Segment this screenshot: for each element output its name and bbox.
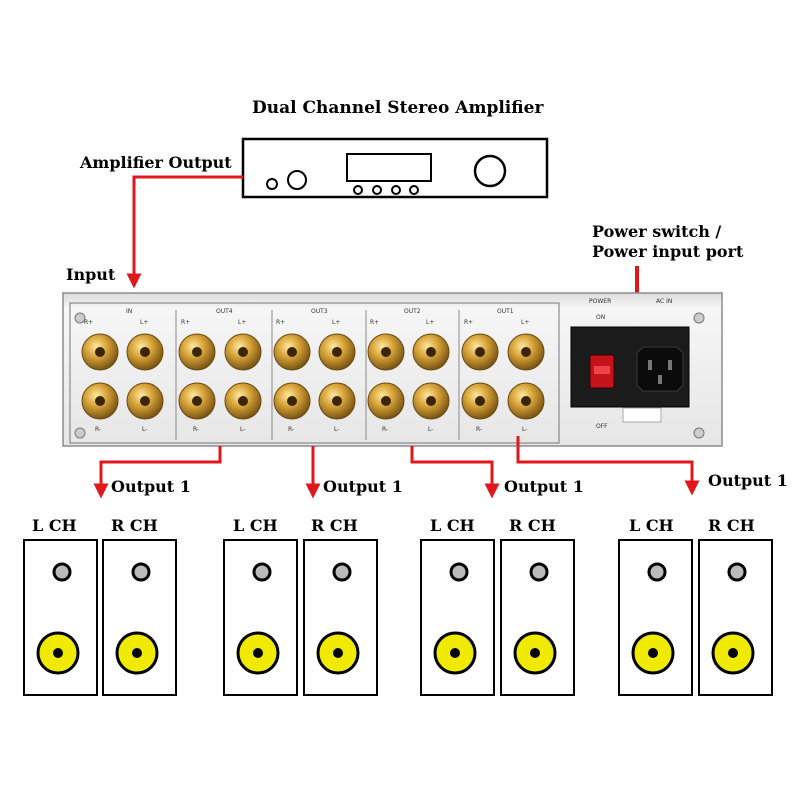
off-text: OFF bbox=[596, 423, 608, 430]
output-label-2: Output 1 bbox=[504, 477, 584, 496]
out2-terminals bbox=[367, 333, 450, 420]
out4-rplus-label: R+ bbox=[181, 319, 190, 326]
out1-lplus-label: L+ bbox=[521, 319, 529, 326]
speaker-pair-4 bbox=[618, 539, 773, 696]
ac-power-inlet[interactable] bbox=[636, 346, 684, 392]
out2-lplus-label: L+ bbox=[426, 319, 434, 326]
speaker-pair-2 bbox=[223, 539, 378, 696]
out1-rplus-label: R+ bbox=[464, 319, 473, 326]
output-arrow-2 bbox=[410, 446, 500, 499]
speaker-3-left-label: L CH bbox=[430, 516, 475, 535]
out2-lminus-label: L- bbox=[428, 426, 433, 433]
speakers bbox=[23, 539, 773, 696]
panel-out4-label: OUT4 bbox=[216, 308, 233, 315]
speaker-1-left-label: L CH bbox=[32, 516, 77, 535]
speaker-1-right-label: R CH bbox=[111, 516, 158, 535]
out4-rminus-label: R- bbox=[193, 426, 199, 433]
amplifier-to-input-arrow bbox=[126, 175, 243, 289]
output-label-4: Output 1 bbox=[111, 477, 191, 496]
out3-lplus-label: L+ bbox=[332, 319, 340, 326]
speaker-4-right-label: R CH bbox=[708, 516, 755, 535]
terminals bbox=[81, 333, 545, 420]
out3-terminals bbox=[273, 333, 356, 420]
power-text: POWER bbox=[589, 298, 611, 305]
in-lplus-label: L+ bbox=[140, 319, 148, 326]
ac-in-text: AC IN bbox=[656, 298, 672, 305]
output-arrow-1 bbox=[516, 436, 700, 496]
amplifier-output-label: Amplifier Output bbox=[80, 153, 232, 172]
output-label-1: Output 1 bbox=[708, 471, 788, 490]
input-label: Input bbox=[66, 265, 116, 284]
out3-lminus-label: L- bbox=[334, 426, 339, 433]
output-label-3: Output 1 bbox=[323, 477, 403, 496]
amplifier-device bbox=[241, 137, 549, 199]
speaker-pair-1 bbox=[23, 539, 177, 696]
out4-terminals bbox=[178, 333, 262, 420]
panel-out2-label: OUT2 bbox=[404, 308, 421, 315]
speaker-pair-3 bbox=[420, 539, 575, 696]
power-label-line2: Power input port bbox=[592, 242, 744, 261]
out3-rminus-label: R- bbox=[288, 426, 294, 433]
in-terminals bbox=[81, 333, 164, 420]
output-arrow-4 bbox=[93, 446, 222, 499]
panel-out1-label: OUT1 bbox=[497, 308, 514, 315]
out3-rplus-label: R+ bbox=[276, 319, 285, 326]
out4-lplus-label: L+ bbox=[238, 319, 246, 326]
out2-rplus-label: R+ bbox=[370, 319, 379, 326]
out1-rminus-label: R- bbox=[476, 426, 482, 433]
panel-small-labels: IN OUT4 OUT3 OUT2 OUT1 R+ L+ R+ L+ R+ L+… bbox=[84, 298, 672, 433]
out1-terminals bbox=[461, 333, 545, 420]
power-label-line1: Power switch / bbox=[592, 222, 722, 241]
panel-in-label: IN bbox=[126, 308, 132, 315]
speaker-2-right-label: R CH bbox=[311, 516, 358, 535]
speaker-3-right-label: R CH bbox=[509, 516, 556, 535]
panel-out3-label: OUT3 bbox=[311, 308, 328, 315]
diagram-title: Dual Channel Stereo Amplifier bbox=[252, 98, 544, 118]
out4-lminus-label: L- bbox=[240, 426, 245, 433]
in-lminus-label: L- bbox=[142, 426, 147, 433]
out2-rminus-label: R- bbox=[382, 426, 388, 433]
on-text: ON bbox=[596, 314, 605, 321]
out1-lminus-label: L- bbox=[522, 426, 527, 433]
in-rplus-label: R+ bbox=[84, 319, 93, 326]
speaker-4-left-label: L CH bbox=[629, 516, 674, 535]
speaker-2-left-label: L CH bbox=[233, 516, 278, 535]
power-module bbox=[570, 326, 690, 423]
in-rminus-label: R- bbox=[95, 426, 101, 433]
output-arrows bbox=[93, 436, 700, 499]
